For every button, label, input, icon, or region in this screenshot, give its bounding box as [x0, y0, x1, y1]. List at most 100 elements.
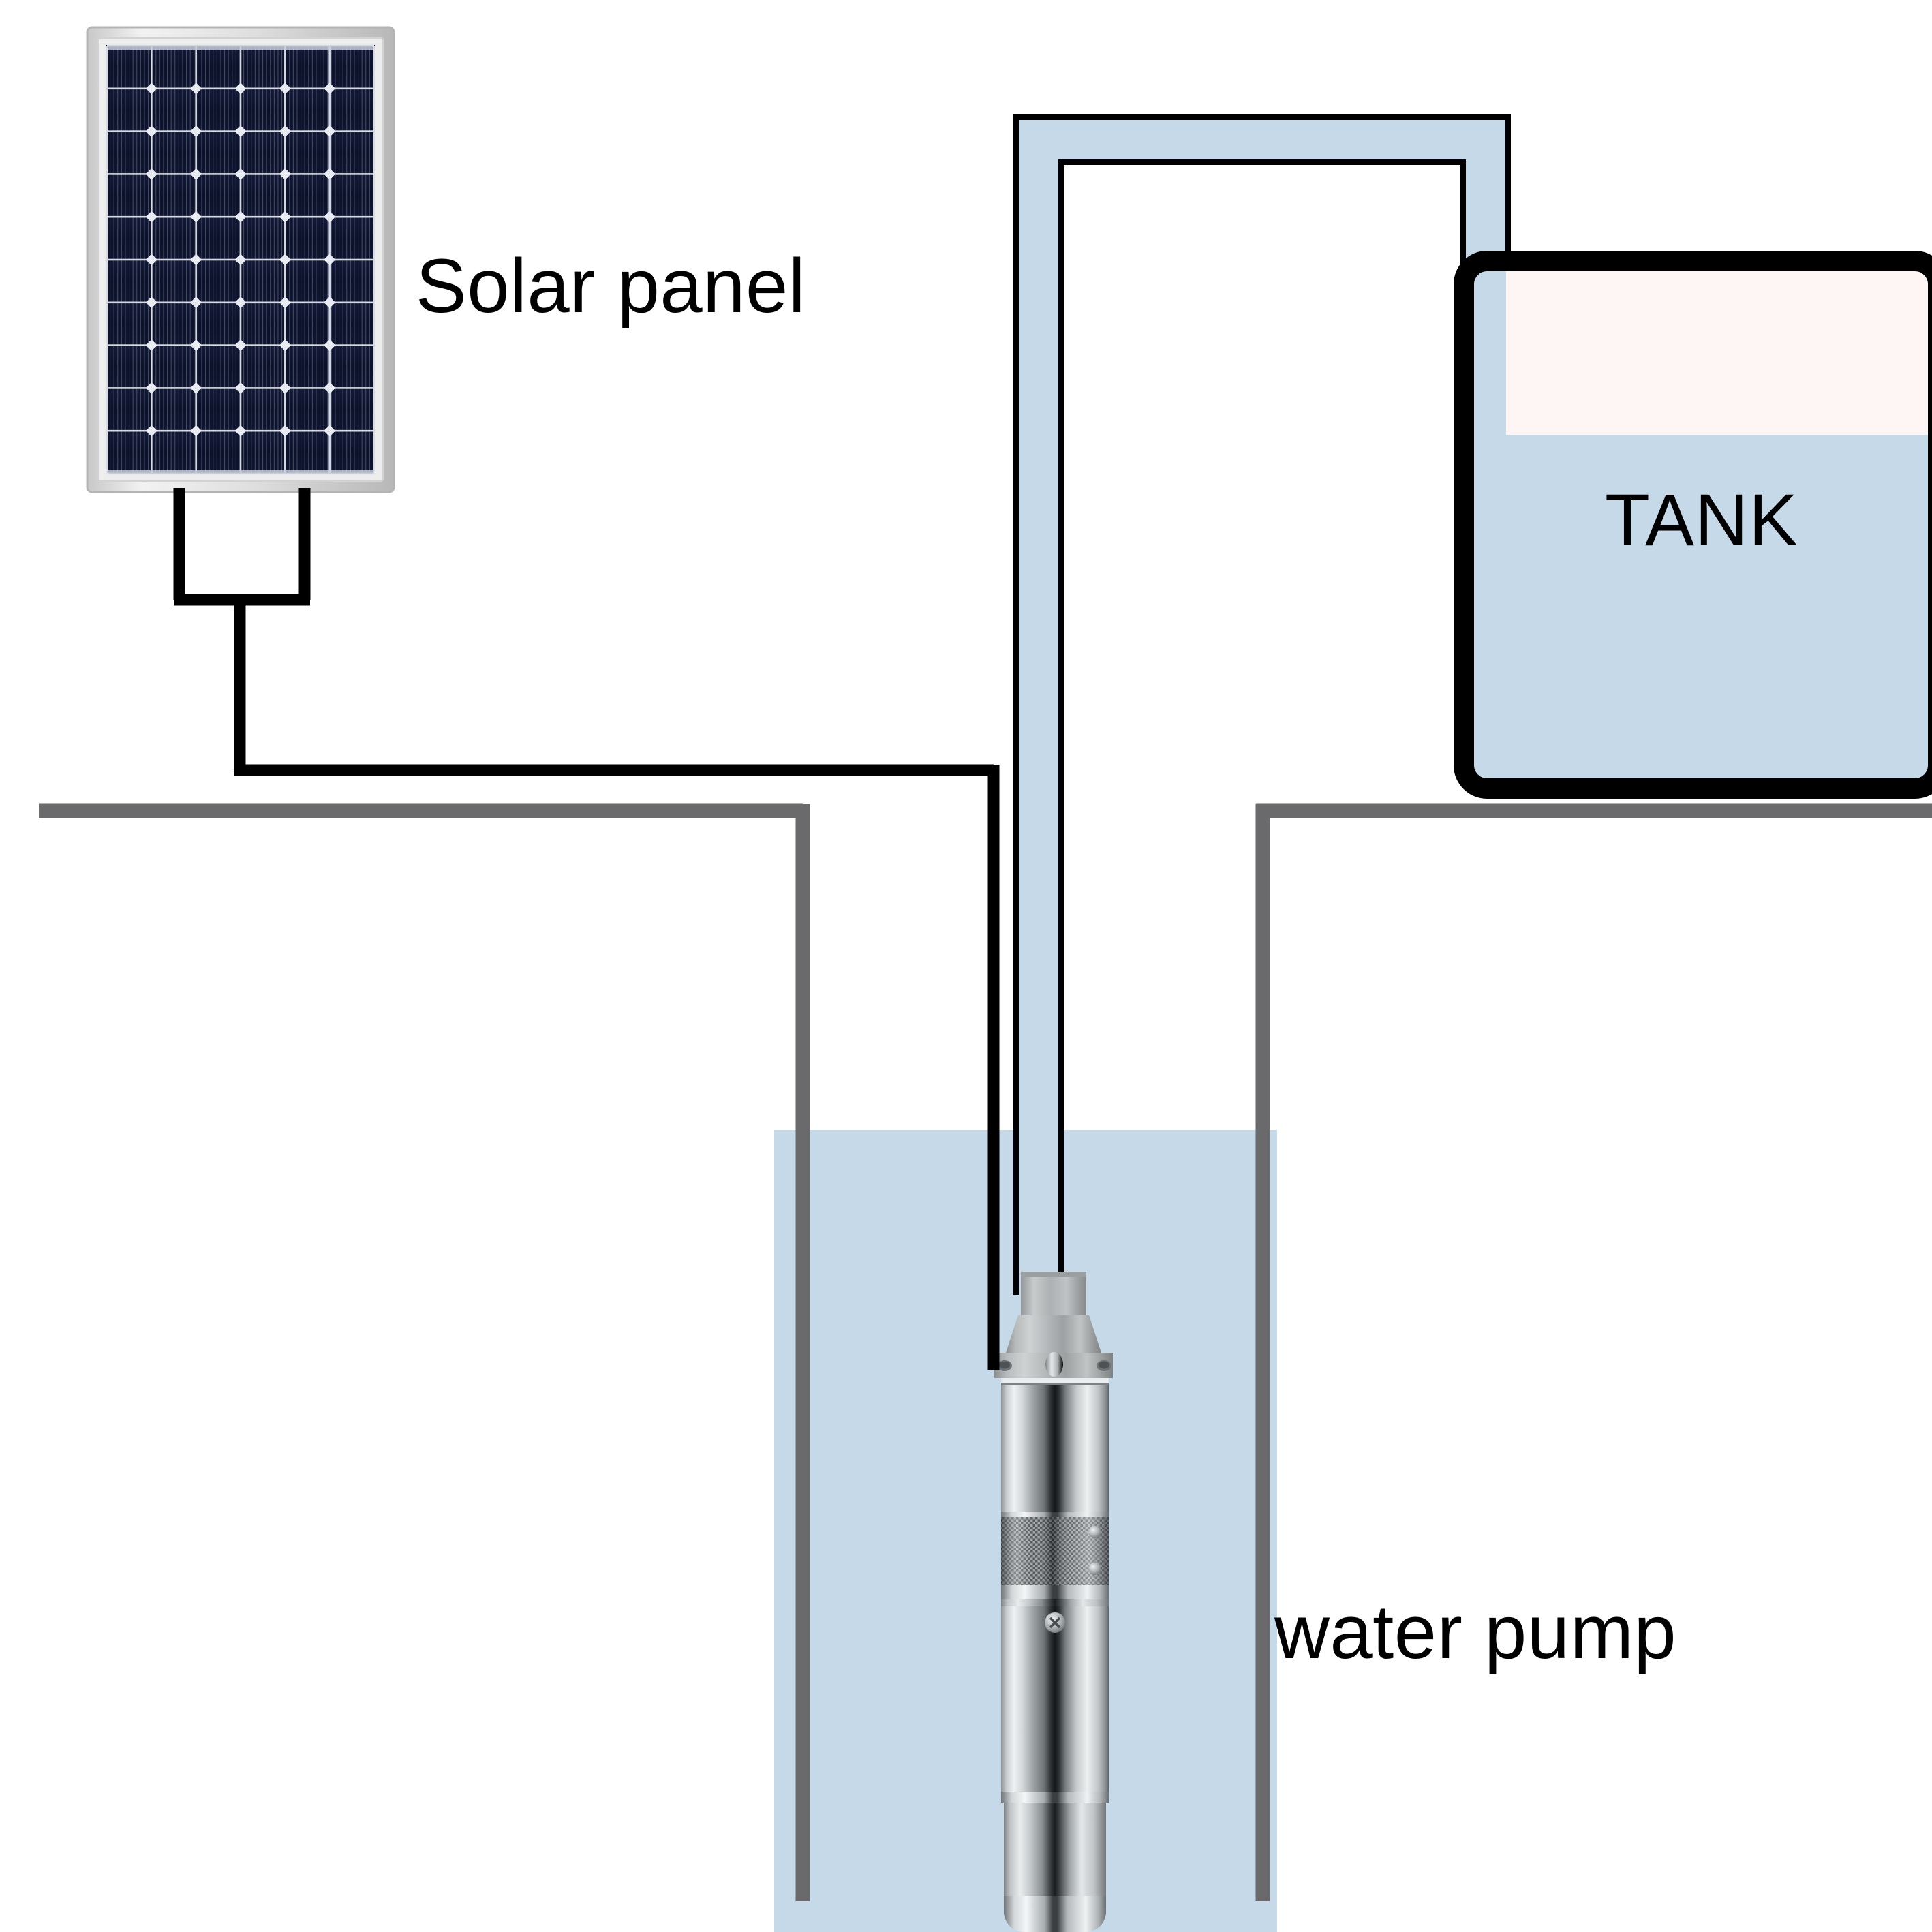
solar-cell — [330, 260, 373, 302]
cell-corner-diamond — [234, 82, 247, 95]
cell-corner-diamond — [234, 339, 247, 352]
solar-cell — [286, 303, 329, 345]
solar-cell — [152, 132, 196, 174]
cell-corner-diamond — [190, 211, 202, 223]
solar-cell — [330, 388, 373, 430]
cell-corner-diamond — [324, 168, 336, 180]
cell-corner-diamond — [145, 254, 157, 266]
cell-corner-diamond — [145, 382, 157, 394]
solar-cell — [330, 132, 373, 174]
pump-upper-barrel — [1001, 1378, 1109, 1513]
submersible-pump — [994, 1272, 1113, 1932]
cell-corner-diamond — [190, 254, 202, 266]
cell-corner-diamond — [145, 425, 157, 437]
pump-intake-screen — [1001, 1512, 1109, 1591]
cell-corner-diamond — [190, 425, 202, 437]
cell-corner-diamond — [279, 296, 291, 309]
solar-cell — [286, 260, 329, 302]
solar-cell — [196, 431, 240, 473]
cell-corner-diamond — [324, 339, 336, 352]
solar-cell — [152, 89, 196, 131]
solar-cell — [286, 431, 329, 473]
solar-cell — [196, 260, 240, 302]
cell-corner-diamond — [324, 425, 336, 437]
solar-cell — [286, 388, 329, 430]
solar-cell — [330, 303, 373, 345]
cell-corner-diamond — [145, 211, 157, 223]
cell-corner-diamond — [234, 168, 247, 180]
solar-cell — [286, 89, 329, 131]
cell-corner-diamond — [279, 339, 291, 352]
solar-cell — [152, 431, 196, 473]
label-solar-panel: Solar panel — [416, 243, 806, 328]
solar-cell — [286, 174, 329, 216]
solar-cell — [196, 132, 240, 174]
cell-corner-diamond — [145, 125, 157, 138]
cell-corner-diamond — [145, 339, 157, 352]
cell-corner-diamond — [190, 82, 202, 95]
cell-corner-diamond — [324, 211, 336, 223]
solar-cell — [152, 388, 196, 430]
ground-and-well-walls — [39, 803, 1932, 1901]
solar-cell — [196, 46, 240, 88]
solar-cell — [286, 132, 329, 174]
solar-cell — [330, 431, 373, 473]
solar-cell — [152, 346, 196, 388]
cell-corner-diamond — [234, 125, 247, 138]
pump-outlet-collar — [1021, 1272, 1086, 1318]
solar-cell — [286, 217, 329, 259]
water-tank — [1454, 251, 1932, 799]
solar-panel-cells — [106, 44, 375, 475]
cell-corner-diamond — [279, 168, 291, 180]
cell-corner-diamond — [234, 211, 247, 223]
cell-corner-diamond — [324, 254, 336, 266]
solar-cell — [152, 303, 196, 345]
solar-cell — [196, 89, 240, 131]
cell-corner-diamond — [324, 82, 336, 95]
solar-cell — [196, 303, 240, 345]
cell-corner-diamond — [145, 168, 157, 180]
solar-cell — [196, 388, 240, 430]
solar-cell — [196, 174, 240, 216]
label-tank: TANK — [1605, 478, 1799, 561]
cell-corner-diamond — [279, 82, 291, 95]
cell-corner-diamond — [279, 425, 291, 437]
label-water-pump: water pump — [1274, 1589, 1677, 1674]
cell-corner-diamond — [190, 296, 202, 309]
tank-border — [1454, 251, 1932, 799]
pump-lower-barrel — [1004, 1809, 1106, 1912]
cell-corner-diamond — [279, 382, 291, 394]
solar-cell — [152, 174, 196, 216]
cell-corner-diamond — [279, 211, 291, 223]
solar-cell — [286, 346, 329, 388]
cell-corner-diamond — [279, 254, 291, 266]
cell-corner-diamond — [145, 296, 157, 309]
cell-corner-diamond — [324, 125, 336, 138]
pump-cast-head — [1006, 1315, 1101, 1353]
solar-cell — [152, 46, 196, 88]
cell-corner-diamond — [145, 82, 157, 95]
cell-corner-diamond — [234, 425, 247, 437]
cell-corner-diamond — [234, 296, 247, 309]
cell-corner-diamond — [324, 296, 336, 309]
solar-cell — [330, 89, 373, 131]
cell-corner-diamond — [190, 382, 202, 394]
cell-corner-diamond — [234, 254, 247, 266]
solar-cell — [330, 217, 373, 259]
pump-mid-barrel — [1001, 1606, 1109, 1798]
solar-cell — [330, 174, 373, 216]
solar-cell — [152, 217, 196, 259]
solar-cell — [196, 217, 240, 259]
dc-cable — [173, 488, 1000, 1366]
cell-corner-diamond — [279, 125, 291, 138]
solar-cell — [286, 46, 329, 88]
solar-cell — [330, 346, 373, 388]
pump-foot — [1003, 1896, 1107, 1932]
solar-cell — [152, 260, 196, 302]
cell-corner-diamond — [190, 168, 202, 180]
solar-cell — [330, 46, 373, 88]
cell-corner-diamond — [190, 339, 202, 352]
solar-panel — [86, 26, 395, 493]
